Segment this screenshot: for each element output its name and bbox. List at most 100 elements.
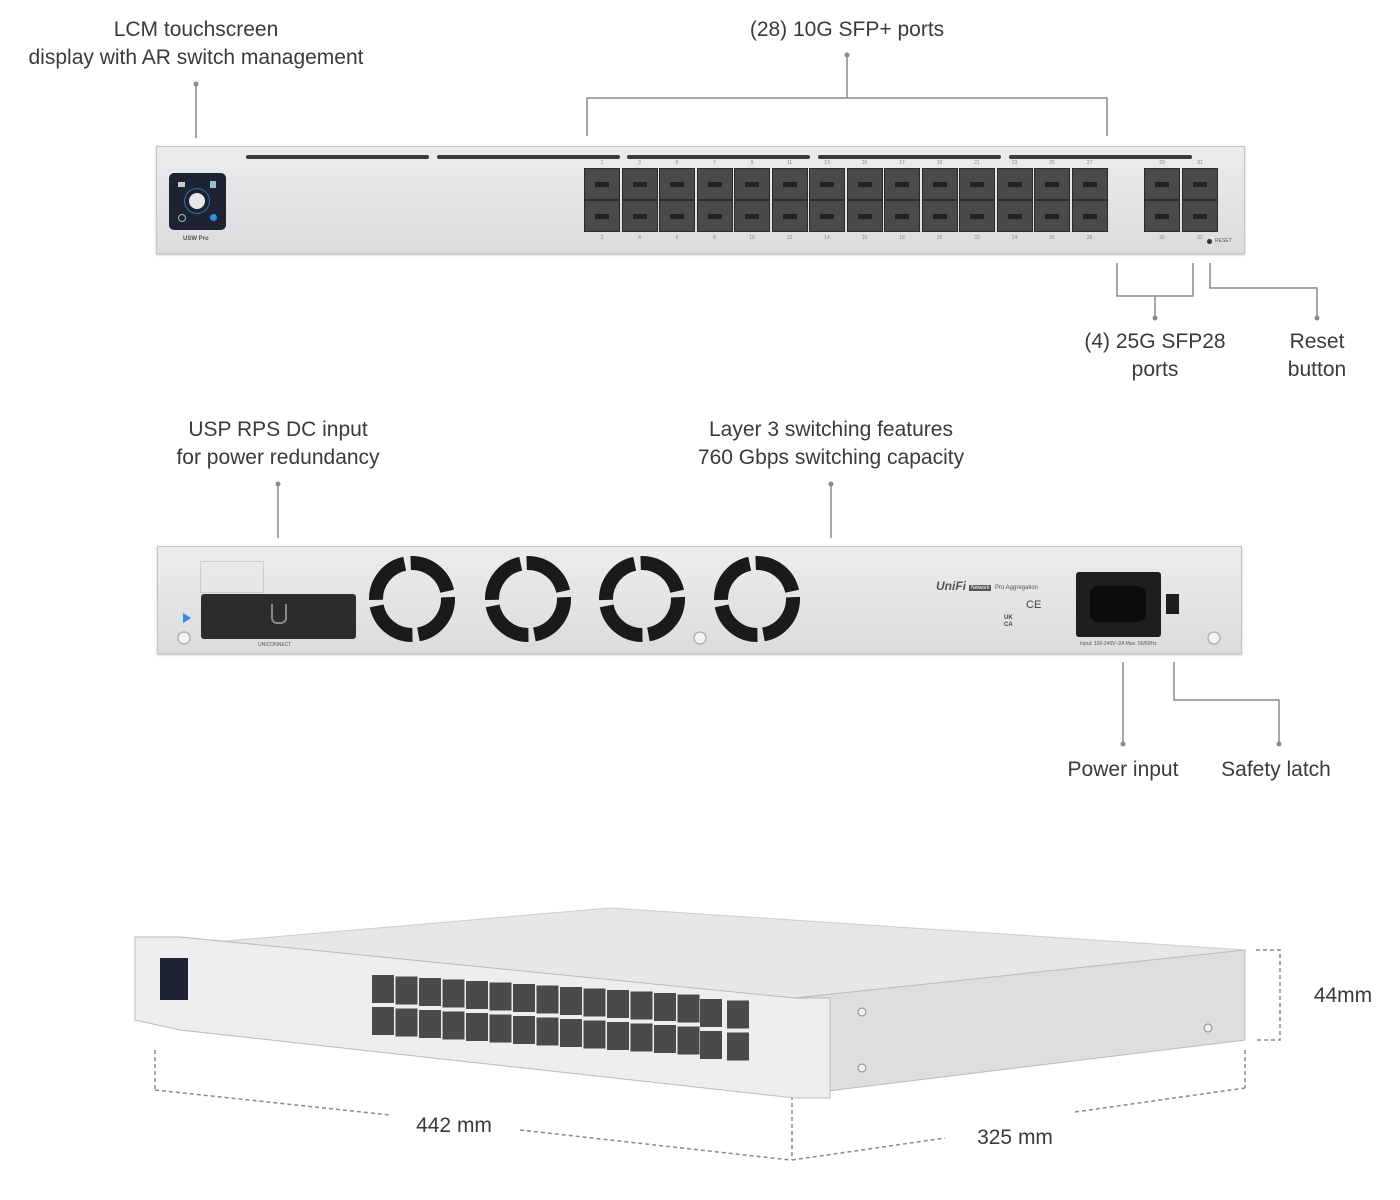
port-number: 14 bbox=[824, 235, 830, 241]
sfp-port[interactable] bbox=[809, 200, 845, 232]
input-rating: Input: 100-240V~2A Max. 50/60Hz bbox=[1080, 641, 1157, 647]
port-number: 25 bbox=[1049, 160, 1055, 166]
dimension-depth: 325 mm bbox=[977, 1126, 1053, 1149]
callout-layer3: Layer 3 switching features 760 Gbps switc… bbox=[698, 416, 964, 472]
iso-sfp-port bbox=[727, 1032, 749, 1061]
vent-slot bbox=[1009, 155, 1192, 159]
port-number: 8 bbox=[713, 235, 716, 241]
iso-sfp-port bbox=[395, 1008, 418, 1037]
sfp-port[interactable] bbox=[921, 200, 958, 232]
iso-sfp-port bbox=[419, 978, 441, 1006]
iso-sfp-port bbox=[677, 1026, 700, 1055]
callout-text: display with AR switch management bbox=[28, 46, 364, 69]
sfp-port[interactable] bbox=[659, 168, 695, 200]
screw-icon bbox=[693, 631, 707, 645]
callout-text: Layer 3 switching features bbox=[709, 418, 953, 441]
sfp-port[interactable] bbox=[1144, 200, 1180, 232]
port-number: 9 bbox=[750, 160, 754, 166]
sfp-port[interactable] bbox=[921, 168, 958, 200]
product-name: Pro Aggregation bbox=[995, 585, 1039, 591]
sfp-port[interactable] bbox=[959, 168, 995, 200]
sfp-port[interactable] bbox=[584, 168, 620, 200]
sfp-port[interactable] bbox=[1144, 168, 1180, 200]
sfp-port[interactable] bbox=[696, 200, 733, 232]
port-number: 4 bbox=[638, 235, 641, 241]
port-number: 5 bbox=[675, 160, 679, 166]
vent-slot bbox=[627, 155, 810, 159]
sfp-port[interactable] bbox=[809, 168, 845, 200]
sfp-port[interactable] bbox=[771, 168, 808, 200]
screw-icon bbox=[1207, 631, 1221, 645]
iso-sfp-port bbox=[630, 991, 653, 1020]
sfp-port[interactable] bbox=[621, 200, 658, 232]
sfp-port[interactable] bbox=[734, 168, 770, 200]
port-number: 10 bbox=[749, 235, 755, 241]
iso-sfp-port bbox=[677, 994, 700, 1023]
port-number: 32 bbox=[1197, 235, 1203, 241]
screw-icon bbox=[177, 631, 191, 645]
unifi-logo: UniFi bbox=[936, 579, 966, 593]
port-number: 20 bbox=[936, 235, 943, 241]
callout-text: 760 Gbps switching capacity bbox=[697, 446, 965, 469]
iso-sfp-port bbox=[372, 975, 394, 1003]
sfp-port[interactable] bbox=[884, 168, 920, 200]
sfp-port[interactable] bbox=[846, 168, 883, 200]
dimension-width: 442 mm bbox=[416, 1114, 492, 1137]
iso-sfp-port bbox=[654, 1025, 676, 1053]
settings-icon bbox=[210, 214, 217, 221]
network-badge: Network bbox=[969, 585, 992, 591]
vent-slot bbox=[437, 155, 620, 159]
iso-sfp-port bbox=[630, 1023, 653, 1052]
power-input-socket[interactable] bbox=[1076, 572, 1161, 637]
iso-sfp-port bbox=[700, 999, 722, 1027]
port-number: 18 bbox=[899, 235, 905, 241]
port-number: 27 bbox=[1086, 160, 1093, 166]
vent-slot bbox=[818, 155, 1001, 159]
sfp-port[interactable] bbox=[996, 200, 1033, 232]
sfp-port[interactable] bbox=[1034, 168, 1070, 200]
fans bbox=[177, 556, 1221, 645]
sfp-port[interactable] bbox=[1034, 200, 1070, 232]
home-button-icon bbox=[189, 193, 205, 209]
sfp-port[interactable] bbox=[696, 168, 733, 200]
sfp-port[interactable] bbox=[771, 200, 808, 232]
iso-sfp-port bbox=[513, 984, 535, 1012]
callout-text: (4) 25G SFP28 bbox=[1084, 330, 1226, 353]
sfp-port[interactable] bbox=[996, 168, 1033, 200]
sfp-port[interactable] bbox=[621, 168, 658, 200]
sfp-port[interactable] bbox=[584, 200, 620, 232]
sfp-port[interactable] bbox=[659, 200, 695, 232]
model-label: USW Pro bbox=[183, 236, 209, 242]
iso-sfp-port bbox=[654, 993, 676, 1021]
sfp-port[interactable] bbox=[734, 200, 770, 232]
iso-sfp-port bbox=[607, 1022, 629, 1050]
callout-text: LCM touchscreen bbox=[113, 18, 279, 41]
callout-text: Reset bbox=[1289, 330, 1345, 353]
port-number: 22 bbox=[974, 235, 980, 241]
rps-dc-input[interactable] bbox=[201, 594, 356, 639]
sfp-port[interactable] bbox=[1071, 200, 1108, 232]
callout-text: USP RPS DC input bbox=[188, 418, 368, 441]
iec-connector-icon bbox=[1090, 586, 1146, 622]
sfp-port[interactable] bbox=[959, 200, 995, 232]
lcm-touchscreen[interactable] bbox=[169, 173, 226, 230]
reset-button[interactable] bbox=[1207, 239, 1212, 244]
callout-power: Power input bbox=[1067, 758, 1179, 781]
sfp-port[interactable] bbox=[1182, 168, 1218, 200]
port-number: 23 bbox=[1011, 160, 1018, 166]
port-number: 15 bbox=[861, 160, 868, 166]
reset-label: RESET bbox=[1215, 238, 1232, 244]
callout-latch: Safety latch bbox=[1221, 758, 1331, 781]
sfp-port[interactable] bbox=[1182, 200, 1218, 232]
fan-icon bbox=[599, 556, 685, 642]
sfp-port[interactable] bbox=[846, 200, 883, 232]
ukca-mark: UK CA bbox=[1004, 615, 1013, 628]
port-number: 24 bbox=[1011, 235, 1018, 241]
sfp-port[interactable] bbox=[1071, 168, 1108, 200]
port-number: 31 bbox=[1197, 160, 1203, 166]
sfp-port[interactable] bbox=[884, 200, 920, 232]
iso-sfp-port bbox=[442, 979, 465, 1008]
safety-latch[interactable] bbox=[1166, 594, 1179, 614]
